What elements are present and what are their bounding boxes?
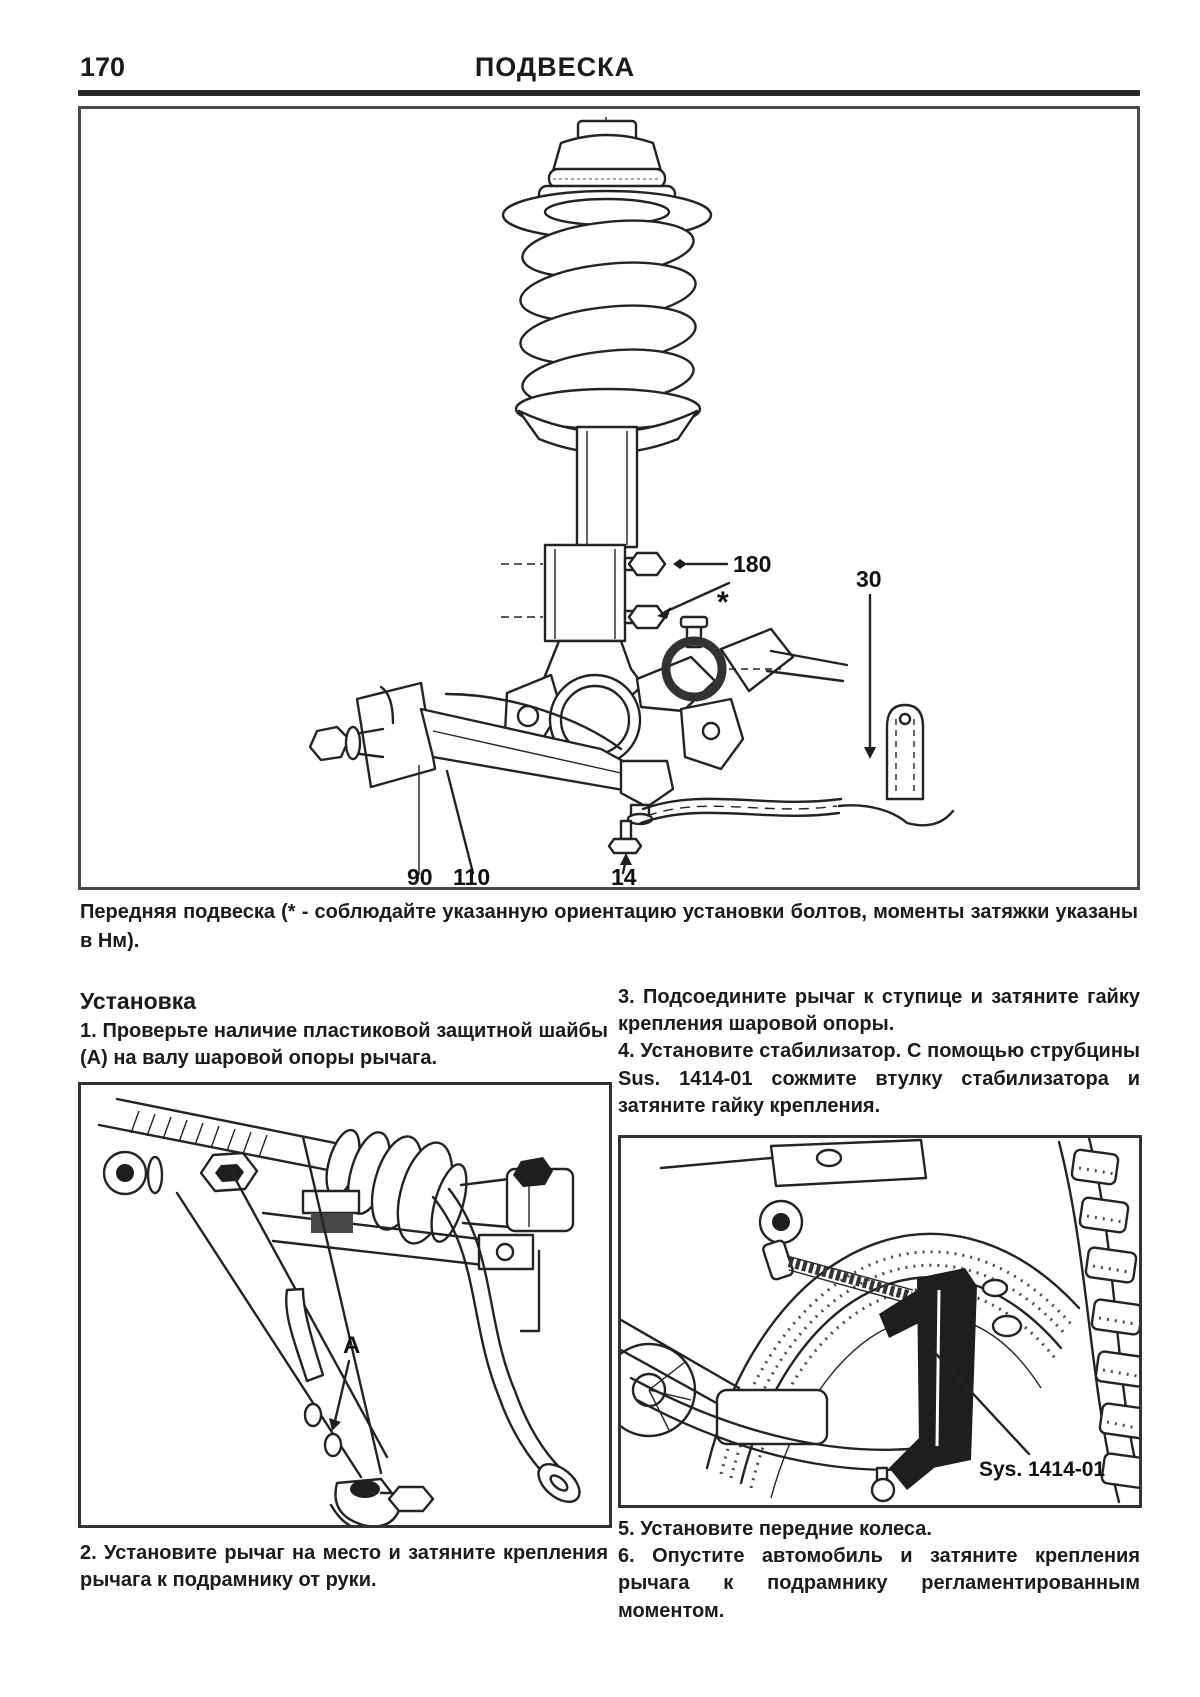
lower-arm — [308, 681, 643, 793]
step-1: 1. Проверьте наличие пластиковой защитно… — [80, 1020, 608, 1070]
front-suspension-figure: 180 * 30 — [78, 106, 1140, 890]
control-arm-drawing: A — [97, 1097, 581, 1525]
tire-tread — [1057, 1138, 1139, 1504]
step-4: 4. Установите стабилизатор. С помощью ст… — [618, 1040, 1140, 1117]
coil-spring — [519, 219, 697, 408]
label-a: A — [343, 1332, 360, 1359]
ball-joint — [607, 759, 675, 855]
tool-label: Sys. 1414-01 — [979, 1458, 1105, 1481]
ball-joint-washer — [329, 1477, 435, 1525]
callout-90: 90 — [407, 864, 433, 887]
clamp-bolt-upper — [623, 551, 667, 577]
step-6: 6. Опустите автомобиль и затяните крепле… — [618, 1545, 1140, 1622]
steps-3-4: 3. Подсоедините рычаг к ступице и затяни… — [618, 984, 1140, 1120]
stabilizer-bar — [639, 697, 955, 827]
tie-rod-end — [661, 615, 849, 702]
front-suspension-diagram: 180 * 30 — [308, 116, 955, 887]
page-title: ПОДВЕСКА — [474, 52, 636, 82]
callout-180: 180 — [733, 551, 771, 577]
stabilizer-tool-figure: Sys. 1414-01 — [618, 1135, 1142, 1508]
control-arm-figure: A — [78, 1082, 612, 1528]
page-number: 170 — [80, 52, 126, 82]
asterisk-mark: * — [717, 586, 729, 619]
installation-heading: Установка — [80, 988, 197, 1014]
callout-30: 30 — [856, 566, 882, 592]
callout-14: 14 — [611, 864, 637, 887]
header-rule — [78, 90, 1140, 96]
clamp-bolt-lower — [623, 604, 667, 630]
step-2: 2. Установите рычаг на место и затяните … — [80, 1542, 608, 1592]
stabilizer-tool-drawing: Sys. 1414-01 — [621, 1138, 1139, 1504]
step-3: 3. Подсоедините рычаг к ступице и затяни… — [618, 986, 1140, 1036]
main-figure-caption: Передняя подвеска (* - соблюдайте указан… — [80, 901, 1138, 952]
steps-5-6: 5. Установите передние колеса. 6. Опусти… — [618, 1516, 1140, 1625]
callout-110: 110 — [453, 864, 490, 887]
clamp-tool — [762, 1239, 1023, 1503]
step-5: 5. Установите передние колеса. — [618, 1518, 932, 1540]
